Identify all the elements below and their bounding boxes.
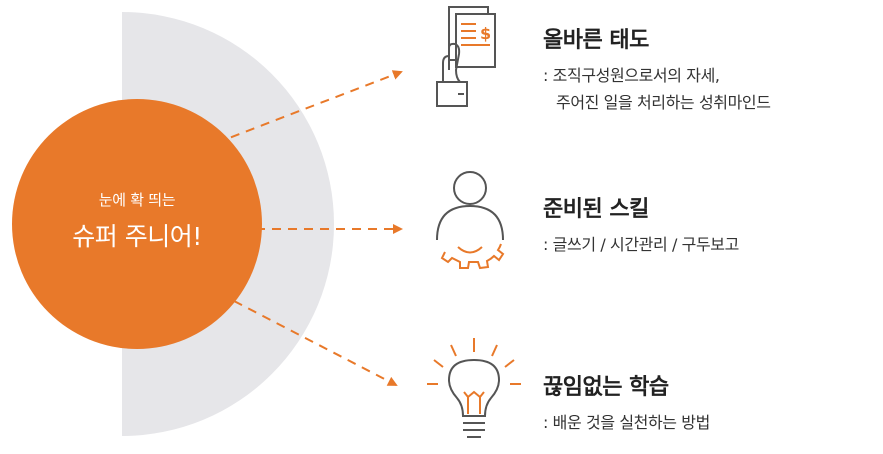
- item-attitude: 올바른 태도 : 조직구성원으로서의 자세, 주어진 일을 처리하는 성취마인드: [543, 22, 771, 116]
- lightbulb-icon: [427, 338, 521, 438]
- item-description: : 조직구성원으로서의 자세, 주어진 일을 처리하는 성취마인드: [543, 62, 771, 116]
- arrow-to-learning: [233, 300, 398, 386]
- arrow-to-attitude: [215, 70, 403, 144]
- center-title: 슈퍼 주니어!: [72, 222, 202, 251]
- item-desc-line: 주어진 일을 처리하는 성취마인드: [556, 93, 771, 112]
- item-desc-line: : 배운 것을 실천하는 방법: [543, 413, 710, 432]
- svg-text:$: $: [480, 24, 491, 43]
- item-learning: 끊임없는 학습 : 배운 것을 실천하는 방법: [543, 369, 710, 436]
- item-desc-line: : 글쓰기 / 시간관리 / 구두보고: [543, 235, 739, 254]
- item-title: 준비된 스킬: [543, 197, 649, 222]
- orange-circle: [12, 99, 262, 349]
- item-description: : 글쓰기 / 시간관리 / 구두보고: [543, 231, 739, 258]
- item-title: 끊임없는 학습: [543, 375, 669, 400]
- person-gear-icon: [436, 171, 505, 270]
- item-desc-line: : 조직구성원으로서의 자세,: [543, 66, 720, 85]
- item-description: : 배운 것을 실천하는 방법: [543, 409, 710, 436]
- item-title: 올바른 태도: [543, 28, 649, 53]
- item-skill: 준비된 스킬 : 글쓰기 / 시간관리 / 구두보고: [543, 191, 739, 258]
- document-dollar-hand-icon: $: [436, 6, 496, 107]
- center-subtitle: 눈에 확 띄는: [98, 191, 176, 209]
